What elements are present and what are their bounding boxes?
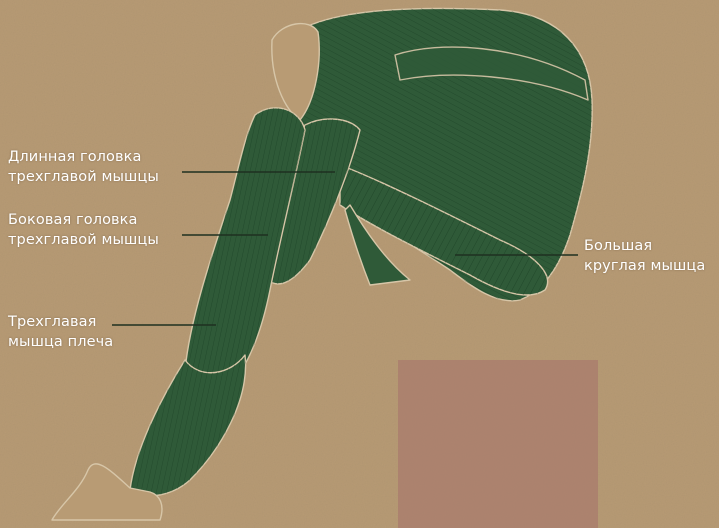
label-long-head-line2: трехглавой мышцы <box>8 167 159 187</box>
label-triceps: Трехглавая мышца плеча <box>8 312 113 352</box>
highlight-box <box>398 360 598 528</box>
label-teres-major-line1: Большая <box>584 236 705 256</box>
label-teres-major: Большая круглая мышца <box>584 236 705 276</box>
label-long-head-line1: Длинная головка <box>8 147 159 167</box>
label-long-head: Длинная головка трехглавой мышцы <box>8 147 159 187</box>
label-teres-major-line2: круглая мышца <box>584 256 705 276</box>
label-triceps-line2: мышца плеча <box>8 332 113 352</box>
label-lateral-head: Боковая головка трехглавой мышцы <box>8 210 159 250</box>
label-lateral-head-line2: трехглавой мышцы <box>8 230 159 250</box>
label-lateral-head-line1: Боковая головка <box>8 210 159 230</box>
label-triceps-line1: Трехглавая <box>8 312 113 332</box>
